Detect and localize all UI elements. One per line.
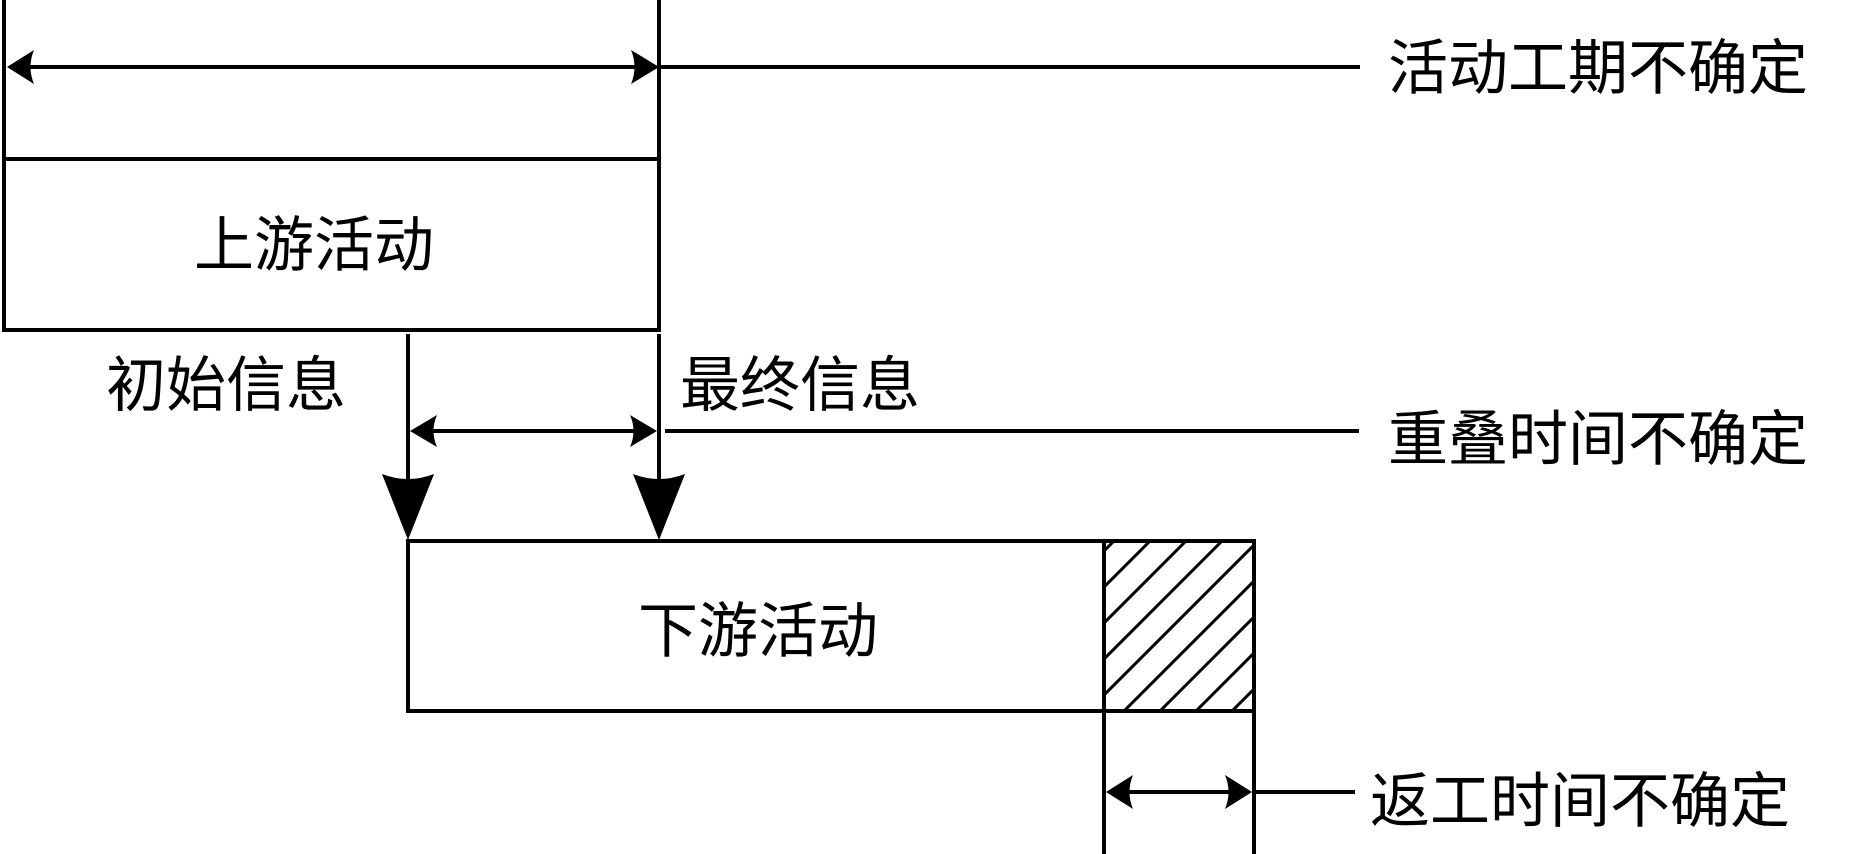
hatch-line (1122, 578, 1254, 711)
rework-rect (1102, 539, 1256, 713)
duration-dimension: 活动工期不确定 (2, 0, 1808, 332)
rework-hatch-pattern (1104, 541, 1438, 711)
hatch-line (1194, 650, 1254, 711)
hatch-line (1104, 541, 1224, 662)
duration-arrow-right-head (631, 50, 659, 84)
downstream-activity-box: 下游活动 (406, 539, 1106, 713)
hatch-line (1104, 541, 1152, 590)
rework-arrow-right-head (1225, 775, 1252, 809)
hatch-line (1268, 541, 1438, 711)
rework-dimension: 返工时间不确定 (1102, 709, 1790, 854)
upstream-activity-box: 上游活动 (2, 157, 661, 332)
upstream-activity-rect (2, 157, 661, 332)
rework-arrow-left-head (1106, 775, 1133, 809)
downstream-activity-label: 下游活动 (638, 597, 878, 667)
initial-info-arrow-head (382, 474, 434, 540)
initial-info-flow: 初始信息 (106, 334, 434, 540)
overlap-uncertain-label: 重叠时间不确定 (1388, 405, 1808, 475)
hatch-line (1158, 614, 1254, 711)
overlap-dimension: 重叠时间不确定 (410, 405, 1808, 475)
duration-uncertain-label: 活动工期不确定 (1388, 34, 1808, 104)
rework-block (1102, 539, 1438, 713)
final-info-label: 最终信息 (680, 351, 920, 421)
final-info-arrow-head (633, 474, 685, 540)
rework-uncertain-label: 返工时间不确定 (1370, 767, 1790, 837)
overlap-arrow-left-head (410, 415, 437, 447)
final-info-flow: 最终信息 (633, 334, 920, 540)
overlap-arrow-right-head (630, 415, 657, 447)
hatch-line (1104, 541, 1188, 626)
initial-info-label: 初始信息 (106, 351, 346, 421)
hatch-line (1104, 541, 1116, 554)
hatch-line (1104, 542, 1254, 698)
hatch-line (1230, 686, 1254, 711)
duration-arrow-left-head (7, 50, 34, 84)
upstream-activity-label: 上游活动 (194, 211, 434, 281)
